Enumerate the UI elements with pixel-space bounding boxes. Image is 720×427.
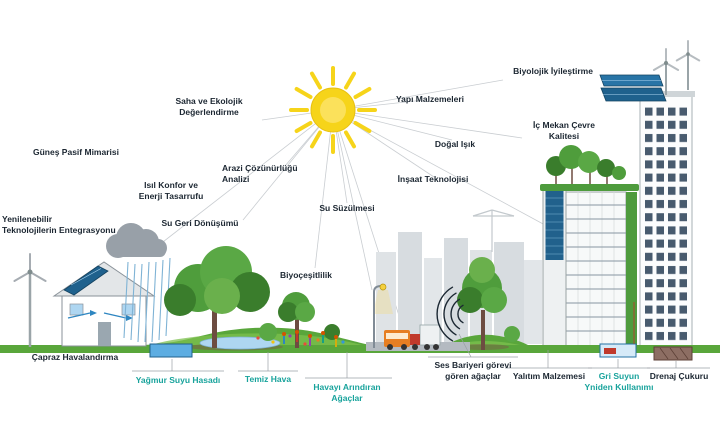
label-isil-konfor: Isıl Konfor ve Enerji Tasarrufu [138, 180, 204, 202]
door [98, 322, 111, 346]
sun-icon [289, 66, 377, 154]
label-arazi-cozunurlugu: Arazi Çözünürlüğü Analizi [222, 163, 298, 185]
label-gri-suyun-kullanimi: Gri Suyun Yniden Kullanımı [584, 371, 654, 393]
label-ses-bariyeri: Ses Bariyeri görevi gören ağaçlar [434, 360, 512, 382]
truck-icon [410, 324, 441, 350]
label-yenilenebilir-teknolojiler: Yenilenebilir Teknolojilerin Entegrasyon… [2, 214, 116, 236]
water-systems [149, 302, 693, 361]
pond-icon [199, 336, 281, 350]
window [121, 303, 136, 316]
label-gunes-pasif-mimarisi: Güneş Pasif Mimarisi [33, 147, 119, 157]
people-icon [282, 330, 338, 347]
facade-solar-panel-icon [545, 190, 564, 260]
city-skyline-icon [376, 209, 542, 344]
label-capraz-havalandirma: Çapraz Havalandırma [31, 352, 119, 362]
label-yalitim-malzemesi: Yalıtım Malzemesi [512, 371, 586, 381]
label-leader-lines [132, 333, 710, 379]
solar-house-icon [52, 261, 156, 347]
drainage-pit-icon [653, 346, 693, 361]
wind-turbine-icon [13, 253, 47, 347]
label-saha-ekolojik: Saha ve Ekolojik Değerlendirme [175, 96, 243, 118]
label-yapi-malzemeleri: Yapı Malzemeleri [395, 94, 465, 104]
label-drenaj-cukuru: Drenaj Çukuru [649, 371, 709, 381]
label-yagmur-suyu-hasadi: Yağmur Suyu Hasadı [135, 375, 221, 385]
label-temiz-hava: Temiz Hava [244, 374, 292, 384]
green-wall-icon [626, 192, 637, 348]
street-lamp-icon [373, 283, 393, 348]
highrise-building-icon [599, 40, 701, 349]
sound-waves-icon [436, 286, 464, 342]
crane-icon [472, 209, 515, 252]
label-ic-mekan-cevre-kalitesi: İç Mekan Çevre Kalitesi [533, 120, 595, 142]
label-biyolojik-iyilestirme: Biyolojik İyileştirme [513, 66, 593, 76]
rainwater-tank-icon [149, 343, 193, 358]
rooftop-trees-icon [546, 145, 626, 184]
flowers-icon [256, 334, 345, 346]
label-dogal-isik: Doğal Işık [434, 139, 476, 149]
label-biyocesitlilik: Biyoçeşitlilik [280, 270, 332, 280]
road [366, 342, 470, 351]
label-insaat-teknolojisi: İnşaat Teknolojisi [397, 174, 469, 184]
roof-solar-panel-icon [63, 265, 109, 296]
label-havayi-arindiran-agaclar: Havayı Arındıran Ağaçlar [313, 382, 381, 404]
label-su-suzulmesi: Su Süzülmesi [319, 203, 375, 213]
label-su-geri-donusumu: Su Geri Dönüşümü [161, 218, 239, 228]
ventilation-arrows-icon [67, 310, 133, 321]
rooftop-wind-turbines-icon [652, 40, 701, 95]
bus-icon [384, 330, 410, 350]
green-roof-building-icon [540, 145, 639, 349]
window [69, 303, 84, 316]
trees-icon [164, 246, 520, 350]
